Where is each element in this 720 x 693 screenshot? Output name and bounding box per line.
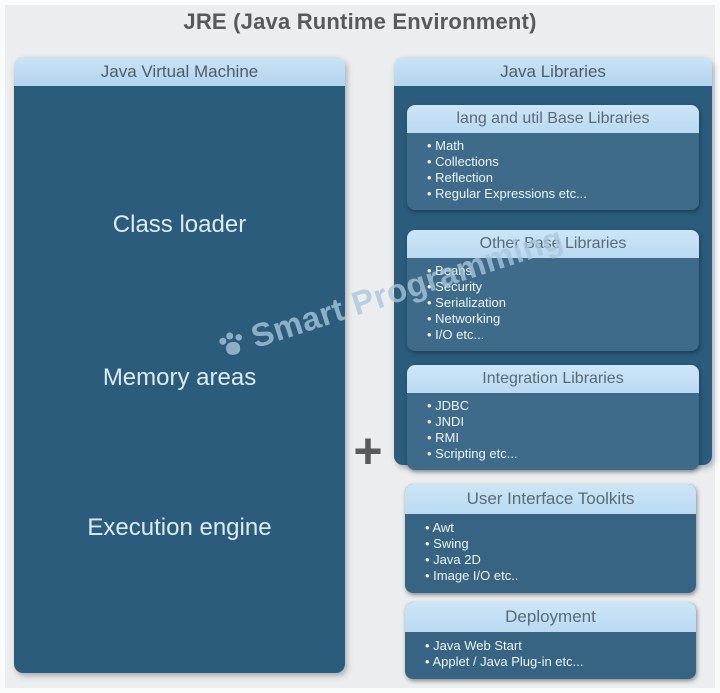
other-base-libraries-header: Other Base Libraries <box>407 230 699 258</box>
library-item: RMI <box>427 430 691 446</box>
java-libraries-panel-header: Java Libraries <box>394 57 712 86</box>
integration-libraries-box: Integration Libraries JDBCJNDIRMIScripti… <box>407 365 699 470</box>
java-libraries-panel-body: lang and util Base Libraries MathCollect… <box>394 86 712 470</box>
jvm-item-class-loader: Class loader <box>112 211 247 239</box>
library-item: Reflection <box>427 170 691 186</box>
ui-toolkits-header: User Interface Toolkits <box>405 484 696 514</box>
java-libraries-panel: Java Libraries lang and util Base Librar… <box>394 57 712 470</box>
library-item: I/O etc... <box>427 327 691 343</box>
library-item: Java Web Start <box>425 638 688 654</box>
library-item: Awt <box>425 520 688 536</box>
plus-symbol: + <box>353 423 383 479</box>
library-item: Scripting etc... <box>427 446 691 462</box>
deployment-header: Deployment <box>405 602 696 632</box>
lang-util-base-libraries-list: MathCollectionsReflectionRegular Express… <box>407 133 699 210</box>
library-item: Applet / Java Plug-in etc... <box>425 654 688 670</box>
page-title: JRE (Java Runtime Environment) <box>183 9 537 34</box>
library-item: Security <box>427 279 691 295</box>
library-item: Beans <box>427 263 691 279</box>
deployment-list: Java Web StartApplet / Java Plug-in etc.… <box>405 632 696 679</box>
jvm-item-execution-engine: Execution engine <box>87 514 272 541</box>
library-item: Image I/O etc.. <box>425 568 688 584</box>
deployment-box: Deployment Java Web StartApplet / Java P… <box>405 602 696 679</box>
lang-util-base-libraries-header: lang and util Base Libraries <box>407 105 699 133</box>
library-item: Regular Expressions etc... <box>427 186 691 202</box>
library-item: Collections <box>427 154 691 170</box>
other-base-libraries-list: BeansSecuritySerializationNetworkingI/O … <box>407 258 699 351</box>
jvm-panel-body: Class loader Memory areas Execution engi… <box>14 86 345 673</box>
library-item: Math <box>427 138 691 154</box>
ui-toolkits-list: AwtSwingJava 2DImage I/O etc.. <box>405 514 696 593</box>
library-item: Networking <box>427 311 691 327</box>
library-item: JDBC <box>427 398 691 414</box>
jvm-panel-header: Java Virtual Machine <box>14 57 345 86</box>
library-item: JNDI <box>427 414 691 430</box>
jvm-item-memory-areas: Memory areas <box>102 363 257 391</box>
ui-toolkits-box: User Interface Toolkits AwtSwingJava 2DI… <box>405 484 696 593</box>
library-item: Swing <box>425 536 688 552</box>
jvm-panel: Java Virtual Machine Class loader Memory… <box>14 57 345 673</box>
other-base-libraries-box: Other Base Libraries BeansSecuritySerial… <box>407 230 699 351</box>
integration-libraries-list: JDBCJNDIRMIScripting etc... <box>407 393 699 470</box>
library-item: Java 2D <box>425 552 688 568</box>
lang-util-base-libraries-box: lang and util Base Libraries MathCollect… <box>407 105 699 210</box>
integration-libraries-header: Integration Libraries <box>407 365 699 393</box>
library-item: Serialization <box>427 295 691 311</box>
